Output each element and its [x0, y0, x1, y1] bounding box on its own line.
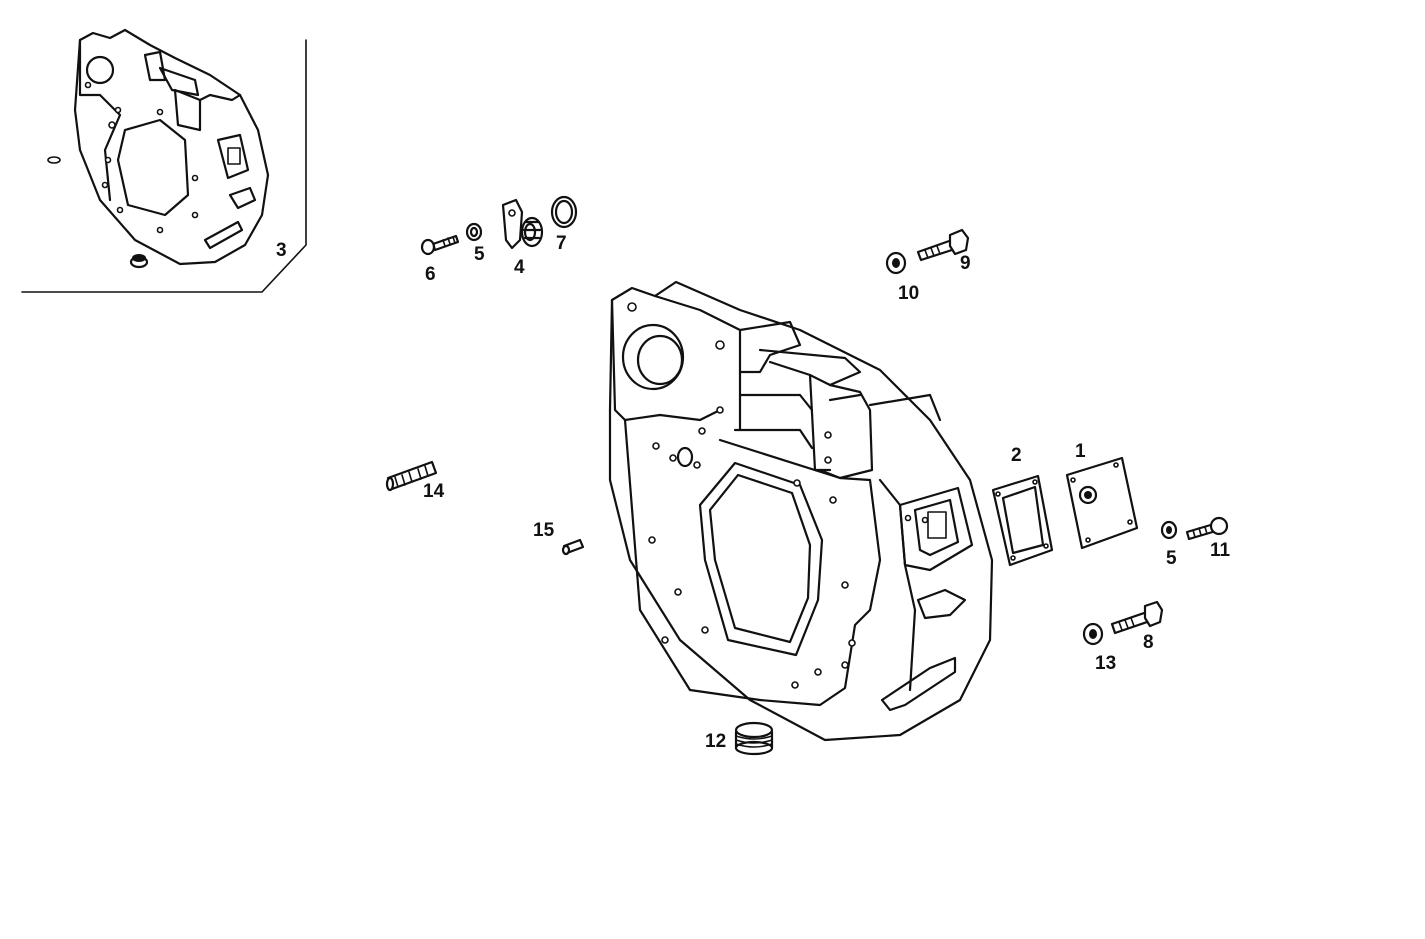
- part-9-bolt: [916, 228, 970, 262]
- inset-housing: [73, 28, 270, 266]
- part-4-clamp: [501, 198, 544, 250]
- part-12-plug: [734, 721, 774, 756]
- label-part-5-top: 5: [474, 244, 485, 265]
- inset-plug: [129, 254, 149, 269]
- part-14-stud: [385, 460, 438, 492]
- main-housing: [608, 280, 994, 742]
- part-5-washer-right: [1160, 520, 1178, 540]
- label-part-8: 8: [1143, 632, 1154, 653]
- label-part-15: 15: [533, 520, 555, 541]
- label-part-11: 11: [1210, 540, 1231, 561]
- label-part-12: 12: [705, 731, 726, 752]
- part-11-bolt: [1185, 516, 1229, 541]
- label-part-9: 9: [960, 253, 971, 274]
- label-part-5-right: 5: [1166, 548, 1177, 569]
- part-2-gasket: [991, 474, 1054, 567]
- label-part-13: 13: [1095, 653, 1116, 674]
- inset-pin: [47, 156, 61, 164]
- part-13-washer: [1082, 622, 1104, 646]
- label-part-1: 1: [1075, 441, 1086, 462]
- part-10-washer: [885, 251, 907, 275]
- label-part-3: 3: [276, 240, 287, 261]
- part-15-pin: [561, 538, 585, 556]
- part-6-bolt: [420, 234, 460, 256]
- label-part-14: 14: [423, 481, 445, 502]
- part-5-washer-top: [465, 222, 483, 242]
- label-part-2: 2: [1011, 445, 1022, 466]
- inset-frame: [21, 39, 307, 293]
- part-8-bolt: [1110, 600, 1164, 635]
- label-part-10: 10: [898, 283, 919, 304]
- label-part-4: 4: [514, 257, 525, 278]
- label-part-7: 7: [556, 233, 567, 254]
- part-1-cover-plate: [1065, 456, 1139, 550]
- part-7-o-ring: [550, 195, 578, 229]
- label-part-6: 6: [425, 264, 436, 285]
